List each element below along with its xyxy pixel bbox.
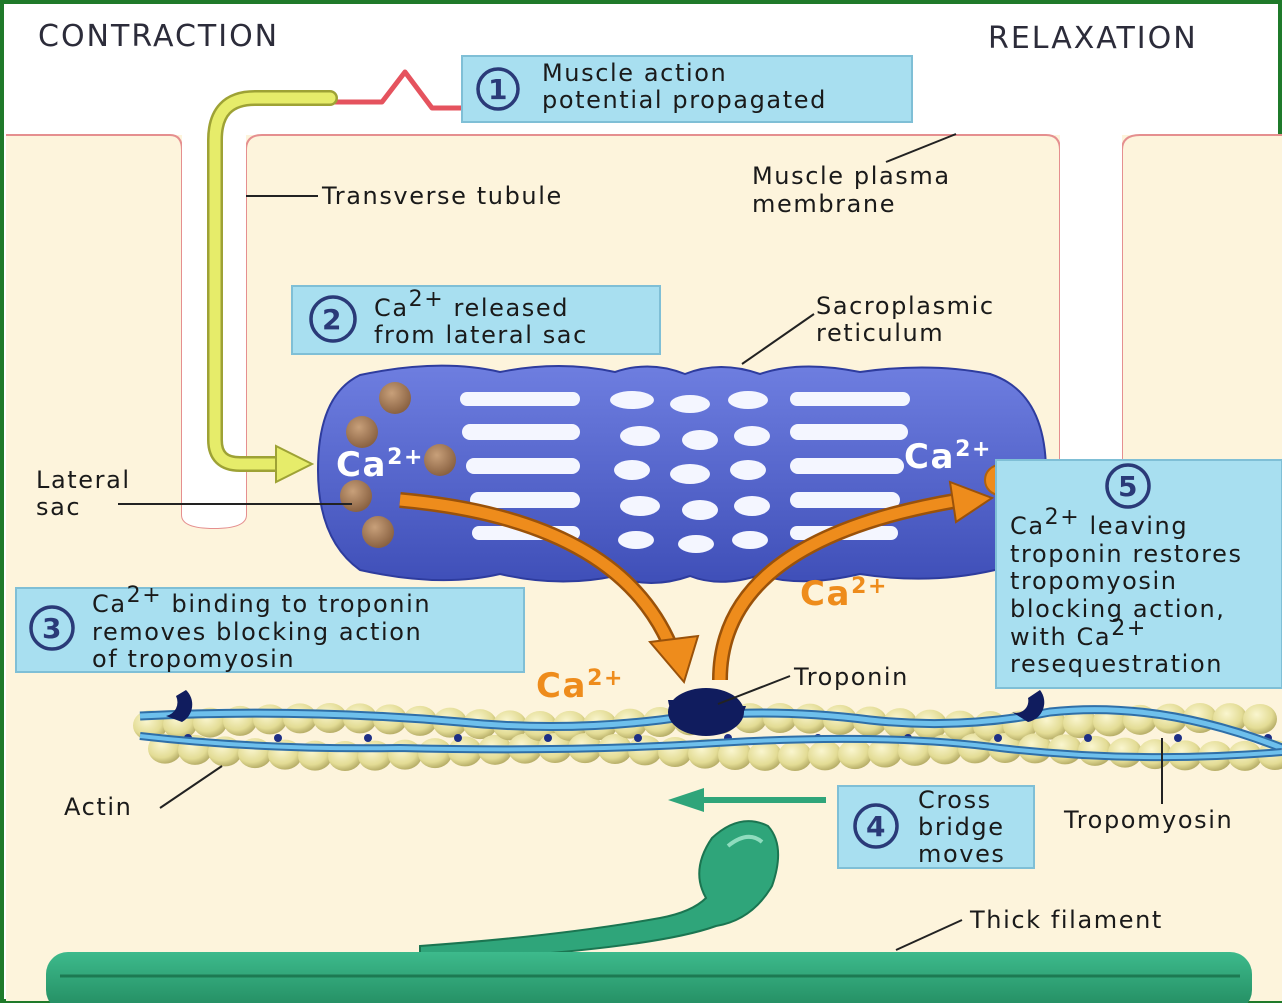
- sarcoplasmic-label-line2: reticulum: [816, 319, 944, 347]
- svg-text:2: 2: [322, 303, 343, 336]
- svg-text:Muscle action: Muscle action: [542, 59, 727, 87]
- svg-text:5: 5: [1118, 470, 1139, 503]
- actin-bead: [808, 740, 842, 770]
- action-potential-spike: [322, 72, 462, 108]
- actin-bead: [283, 703, 317, 733]
- step-5-callout: 5 Ca2+ leaving troponin restores tropomy…: [996, 460, 1282, 688]
- step-3-callout: 3 Ca2+ binding to troponin removes block…: [16, 583, 524, 673]
- actin-label: Actin: [64, 793, 132, 821]
- plasma-membrane-label-line1: Muscle plasma: [752, 162, 951, 190]
- sarcoplasmic-label-line1: Sacroplasmic: [816, 292, 995, 320]
- tropomyosin-label: Tropomyosin: [1063, 806, 1233, 834]
- svg-text:moves: moves: [918, 840, 1006, 868]
- actin-binding-site: [454, 734, 462, 742]
- step-1-callout: 1 Muscle action potential propagated: [462, 56, 912, 122]
- relaxation-heading: RELAXATION: [988, 21, 1198, 56]
- actin-binding-site: [1084, 734, 1092, 742]
- svg-text:1: 1: [488, 73, 509, 106]
- actin-bead: [1243, 704, 1277, 734]
- step-2-callout: 2 Ca2+ released from lateral sac: [292, 286, 660, 354]
- svg-text:troponin restores: troponin restores: [1010, 540, 1243, 568]
- svg-text:removes blocking action: removes blocking action: [92, 618, 422, 646]
- actin-bead: [838, 739, 872, 769]
- actin-binding-site: [1174, 734, 1182, 742]
- actin-binding-site: [274, 734, 282, 742]
- svg-text:bridge: bridge: [918, 813, 1005, 841]
- actin-binding-site: [364, 734, 372, 742]
- svg-text:of tropomyosin: of tropomyosin: [92, 645, 295, 673]
- svg-text:4: 4: [866, 810, 887, 843]
- svg-text:Cross: Cross: [918, 786, 992, 814]
- actin-binding-site: [994, 734, 1002, 742]
- svg-text:resequestration: resequestration: [1010, 650, 1223, 678]
- lateral-sac-label-line1: Lateral: [36, 466, 131, 494]
- transverse-tubule-label: Transverse tubule: [321, 182, 563, 210]
- svg-text:tropomyosin: tropomyosin: [1010, 567, 1178, 595]
- actin-bead: [748, 741, 782, 771]
- svg-text:3: 3: [42, 612, 63, 645]
- step-4-callout: 4 Cross bridge moves: [838, 786, 1034, 868]
- actin-bead: [418, 738, 452, 768]
- actin-binding-site: [544, 734, 552, 742]
- contraction-heading: CONTRACTION: [38, 19, 279, 54]
- actin-binding-site: [634, 734, 642, 742]
- membrane-gap: [1060, 135, 1122, 460]
- actin-bead: [778, 741, 812, 771]
- troponin-center-body: [668, 688, 744, 736]
- plasma-membrane-label-line2: membrane: [752, 190, 896, 218]
- actin-bead: [1078, 736, 1112, 766]
- thick-filament-label: Thick filament: [969, 906, 1163, 934]
- troponin-label: Troponin: [793, 663, 909, 691]
- svg-text:from lateral sac: from lateral sac: [374, 321, 588, 349]
- lateral-sac-label-line2: sac: [36, 493, 81, 521]
- svg-text:potential propagated: potential propagated: [542, 86, 827, 114]
